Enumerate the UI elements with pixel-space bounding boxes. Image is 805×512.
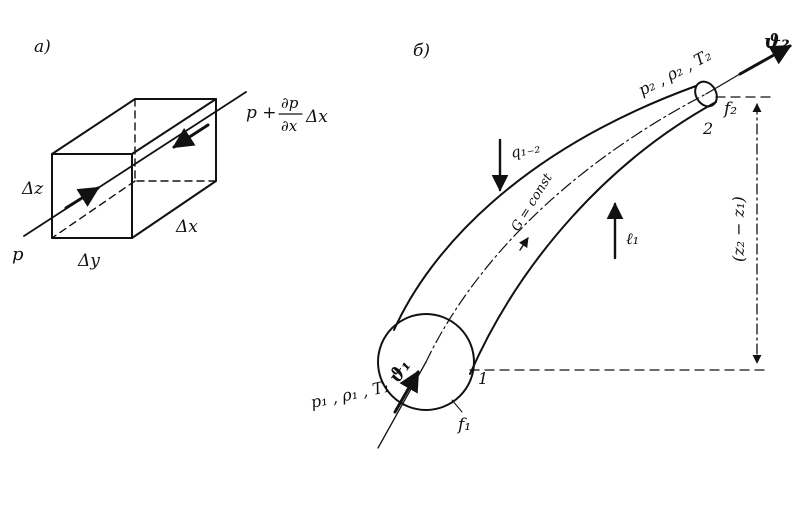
- pressure-left-arrow: [64, 186, 100, 210]
- box-top-face: [51, 98, 217, 155]
- outlet-area-label: f₂: [722, 99, 737, 119]
- outlet-state-label: p₂ , ρ₂ , T₂: [635, 45, 715, 99]
- height-difference-label: (z₂ − z₁): [729, 196, 748, 262]
- box-front-face: [51, 153, 133, 239]
- derivative-delta-x: Δx: [305, 107, 328, 127]
- dimension-dy: Δy: [77, 251, 100, 271]
- inlet-state-label: p₁ , ρ₁ , T₁: [309, 377, 391, 412]
- inlet-area-label: f₁: [456, 415, 471, 435]
- flow-direction-arrow: [519, 237, 529, 251]
- panel-a-diagram: [23, 91, 247, 239]
- pressure-label-right: p +: [246, 103, 277, 123]
- section-2-label: 2: [702, 119, 713, 138]
- area1-leader: [451, 399, 463, 413]
- inlet-section-1: [377, 313, 475, 411]
- work-label: ℓ₁: [626, 229, 639, 248]
- tube-centerline: [425, 93, 707, 363]
- outlet-velocity-arrow: [738, 44, 792, 76]
- box-hidden-edges: [51, 98, 217, 239]
- dimension-dz: Δz: [21, 179, 44, 199]
- pressure-right-arrow: [172, 123, 210, 149]
- pressure-label-left: p: [12, 244, 24, 265]
- dimension-dx: Δx: [175, 217, 198, 237]
- tube-upper-wall: [393, 85, 697, 331]
- panel-b-diagram: [377, 44, 792, 449]
- inlet-velocity-arrow: [393, 370, 420, 414]
- tube-lower-wall: [469, 101, 717, 375]
- section-1-label: 1: [478, 369, 488, 388]
- panel-b-label: б): [413, 41, 430, 61]
- derivative-numerator: ∂p: [281, 94, 299, 112]
- heat-label: q₁₋₂: [509, 138, 542, 162]
- outlet-velocity-label: ϑ₂: [764, 29, 790, 53]
- panel-a-label: а): [34, 37, 51, 57]
- pressure-axis-line: [23, 91, 247, 237]
- derivative-denominator: ∂x: [281, 117, 298, 135]
